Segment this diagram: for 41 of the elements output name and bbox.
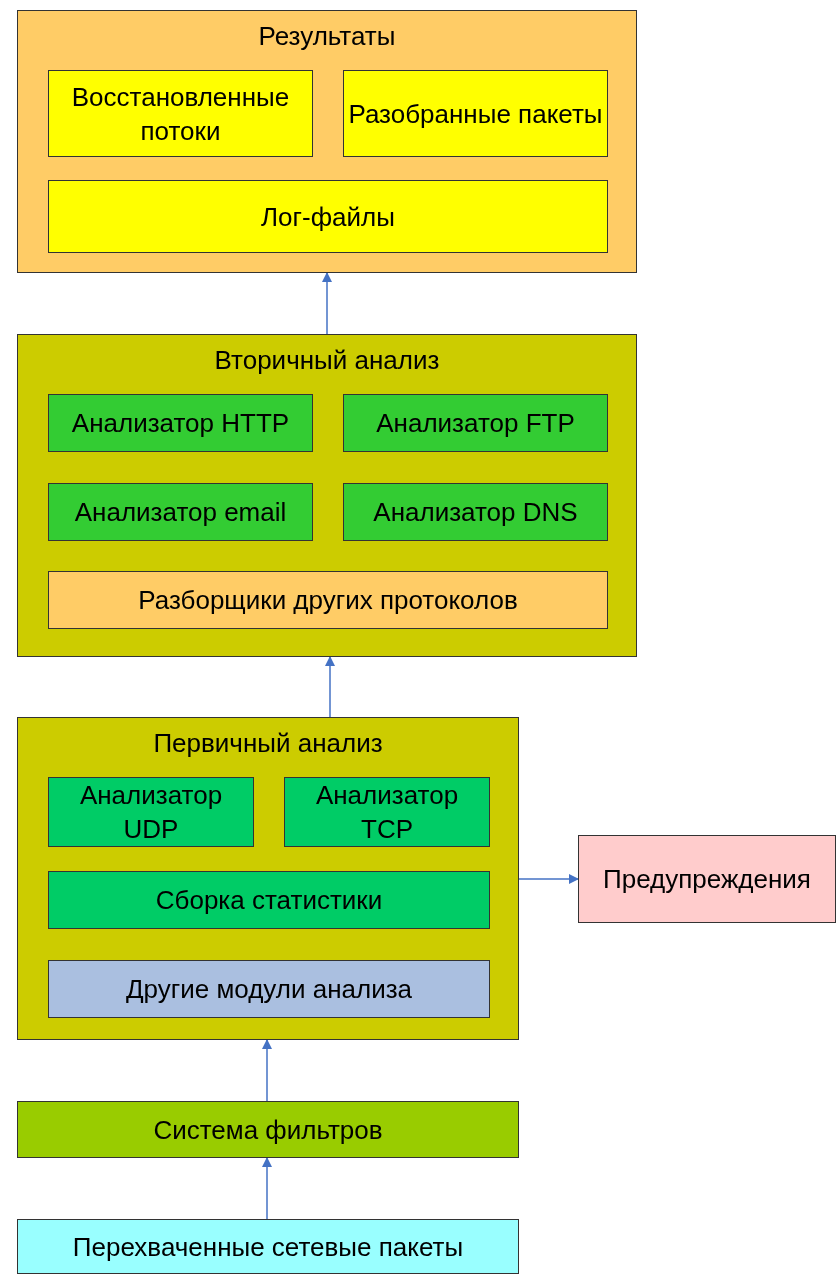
- box-label: Восстановленные потоки: [70, 80, 291, 148]
- process-box: [343, 394, 608, 452]
- box-label: Анализатор UDP: [78, 779, 224, 846]
- process-box: [48, 871, 490, 929]
- process-box: [48, 960, 490, 1018]
- group-title: Первичный анализ: [152, 727, 384, 760]
- process-box: [48, 180, 608, 253]
- arrow: [322, 272, 332, 335]
- box-label: Другие модули анализа: [125, 973, 413, 1006]
- group-panel: [17, 717, 519, 1040]
- box-label: Разборщики других протоколов: [138, 584, 518, 617]
- arrow: [262, 1039, 272, 1102]
- box-label: Анализатор HTTP: [71, 407, 290, 440]
- arrow: [325, 656, 335, 718]
- process-box: [284, 777, 490, 847]
- process-box: [48, 483, 313, 541]
- group-title: Результаты: [257, 20, 397, 53]
- group-panel: [17, 334, 637, 657]
- box-label: Анализатор email: [74, 496, 287, 529]
- box-label: Сборка статистики: [155, 884, 383, 917]
- box-label: Перехваченные сетевые пакеты: [72, 1230, 464, 1264]
- box-label: Разобранные пакеты: [348, 97, 603, 131]
- process-box: [578, 835, 836, 923]
- box-label: Система фильтров: [153, 1113, 383, 1147]
- arrow: [518, 874, 579, 884]
- group-panel: [17, 10, 637, 273]
- process-box: [48, 70, 313, 157]
- process-box: [343, 70, 608, 157]
- arrow: [262, 1157, 272, 1220]
- process-box: [17, 1101, 519, 1158]
- process-box: [48, 571, 608, 629]
- process-box: [17, 1219, 519, 1274]
- box-label: Анализатор FTP: [376, 407, 575, 440]
- box-label: Анализатор TCP: [314, 779, 460, 846]
- process-box: [48, 394, 313, 452]
- box-label: Предупреждения: [603, 863, 811, 896]
- box-label: Лог-файлы: [261, 200, 395, 234]
- box-label: Анализатор DNS: [373, 496, 578, 529]
- process-box: [343, 483, 608, 541]
- group-title: Вторичный анализ: [213, 344, 441, 377]
- process-box: [48, 777, 254, 847]
